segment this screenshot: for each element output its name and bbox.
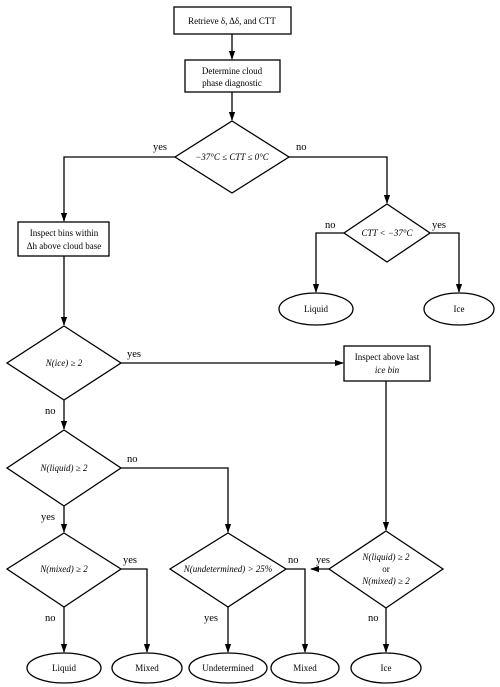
decision-n-mixed-text: N(mixed) ≥ 2 [39,564,88,574]
node-inspect-bins: Inspect bins within Δh above cloud base [17,221,110,257]
terminal-liquid-bottom: Liquid [26,652,102,684]
label-nliquid-yes: yes [41,512,55,523]
decision-ctt-cold-text: CTT < −37°C [361,228,413,238]
node-inspect-bins-line1: Inspect bins within [30,228,99,238]
decision-combo-line3: N(mixed) ≥ 2 [361,576,410,586]
terminal-ice-bottom: Ice [350,652,422,684]
label-range-no: no [296,142,307,153]
decision-combo-line1: N(liquid) ≥ 2 [362,552,410,562]
label-cold-no: no [325,220,336,231]
label-nliquid-no: no [127,454,138,465]
terminal-ice-top-text: Ice [454,304,465,314]
node-determine: Determine cloud phase diagnostic [184,59,281,93]
terminal-liquid-top-text: Liquid [304,304,328,314]
label-range-yes: yes [153,142,167,153]
terminal-liquid-bottom-text: Liquid [52,663,76,673]
decision-combo-line2: or [382,564,390,574]
label-combo-yes: yes [316,555,330,566]
terminal-ice-bottom-text: Ice [381,663,392,673]
label-nice-no: no [45,406,56,417]
label-nundet-yes: yes [204,613,218,624]
terminal-liquid-top: Liquid [278,292,354,326]
decision-n-undetermined-text: N(undetermined) > 25% [183,564,273,574]
decision-n-ice-text: N(ice) ≥ 2 [45,358,83,368]
terminal-undetermined-text: Undetermined [202,663,254,673]
terminal-ice-top: Ice [423,292,495,326]
edge-cold-no [312,232,344,293]
terminal-mixed-1-text: Mixed [135,663,159,673]
decision-ctt-range-text: −37°C ≤ CTT ≤ 0°C [195,152,270,162]
decision-ctt-range: −37°C ≤ CTT ≤ 0°C [173,120,291,194]
edge-nundet-no [286,568,309,653]
label-combo-no: no [368,613,379,624]
decision-n-ice: N(ice) ≥ 2 [5,325,123,401]
label-nice-yes: yes [127,349,141,360]
decision-n-liquid: N(liquid) ≥ 2 [5,429,123,507]
node-retrieve-text: Retrieve δ, Δδ, and CTT [188,16,276,26]
label-cold-yes: yes [432,220,446,231]
node-determine-line1: Determine cloud [202,66,263,76]
terminal-mixed-1: Mixed [111,652,183,684]
decision-combo: N(liquid) ≥ 2 or N(mixed) ≥ 2 [327,530,445,609]
edge-nliquid-no [121,467,232,533]
node-determine-line2: phase diagnostic [202,78,262,88]
decision-ctt-cold: CTT < −37°C [342,203,432,263]
terminal-mixed-2: Mixed [270,652,340,684]
edges [60,34,463,653]
edge-cold-yes [430,232,463,293]
label-nmixed-no: no [45,613,56,624]
edge-labels: yes no no yes yes no no yes yes no no ye… [41,142,446,624]
label-nundet-no: no [288,555,299,566]
terminal-mixed-2-text: Mixed [293,663,317,673]
decision-n-liquid-text: N(liquid) ≥ 2 [40,463,88,473]
edge-nmixed-yes [121,568,151,653]
decision-n-mixed: N(mixed) ≥ 2 [5,532,123,608]
label-nmixed-yes: yes [123,555,137,566]
decision-n-undetermined: N(undetermined) > 25% [168,532,288,608]
node-inspect-last-ice: Inspect above last ice bin [343,345,431,382]
node-inspect-bins-line2: Δh above cloud base [27,241,102,251]
node-retrieve: Retrieve δ, Δδ, and CTT [173,6,292,35]
edge-range-no [289,156,391,204]
terminal-undetermined: Undetermined [188,652,268,684]
node-inspect-last-ice-line2: ice bin [375,365,400,375]
edge-range-yes [60,156,175,222]
node-inspect-last-ice-line1: Inspect above last [355,352,420,362]
